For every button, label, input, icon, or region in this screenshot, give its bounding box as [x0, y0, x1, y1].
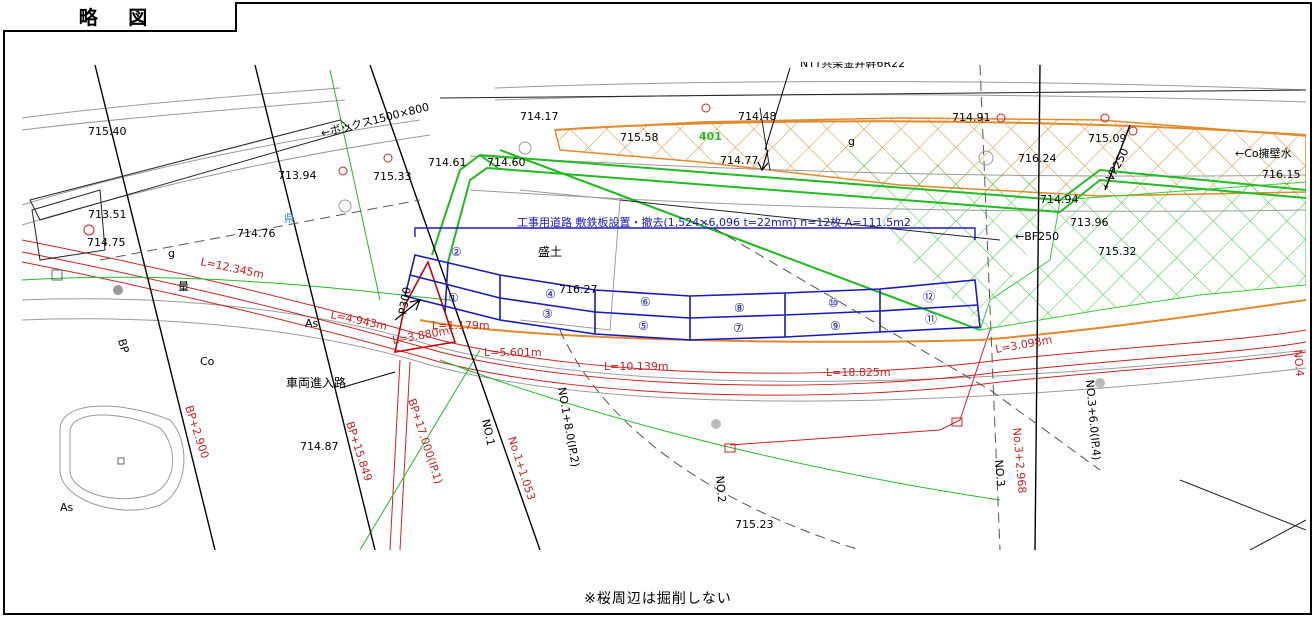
- orange-road-edge: [419, 299, 1306, 343]
- spot-height: 716.24: [1018, 152, 1057, 165]
- retaining-wall: [431, 149, 1306, 331]
- length-label: L=18.825m: [826, 366, 891, 379]
- spot-height: 714.87: [300, 440, 339, 453]
- spot-height: 715.58: [620, 131, 659, 144]
- as-label: As: [60, 501, 74, 514]
- station-label: No.1+1.053: [505, 435, 538, 502]
- station-label: BP+15.849: [343, 420, 374, 483]
- spot-height: 713.96: [1070, 216, 1109, 229]
- cable-label-chuden: 中電50キ262: [800, 43, 868, 56]
- plate-numbers: ① ② ③ ④ ⑤ ⑥ ⑦ ⑧ ⑨ ⑩ ⑪ ⑫: [448, 245, 937, 335]
- g-label: g: [168, 247, 175, 260]
- plate-number: ③: [542, 307, 553, 321]
- green-lines: [22, 69, 1001, 550]
- map-symbols: [51, 67, 1138, 465]
- plate-number: ⑨: [830, 319, 841, 333]
- plate-number: ④: [545, 287, 556, 301]
- embankment-label: 盛土: [538, 244, 562, 259]
- vehicle-entrance-label: 車両進入路: [286, 375, 346, 390]
- station-lines: [94, 64, 1131, 550]
- red-road-lines: [22, 239, 1306, 550]
- bp-label: BP: [115, 337, 131, 354]
- map-details: [29, 89, 1306, 550]
- ryo-label: 量: [178, 280, 189, 293]
- spot-height: 714.76: [237, 227, 276, 240]
- spot-height: 713.51: [88, 208, 127, 221]
- spot-height: 714.60: [487, 156, 526, 169]
- green-401-label: 401: [699, 130, 722, 143]
- spot-height: 715.40: [88, 125, 127, 138]
- spot-height: 714.91: [952, 111, 991, 124]
- spot-height: 715.32: [1098, 245, 1137, 258]
- title-box: 略 図: [3, 2, 237, 32]
- spot-height: 715.09: [1088, 132, 1127, 145]
- retaining-wall-label: ←Co擁壁水: [1235, 146, 1292, 160]
- plate-number: ⑥: [640, 295, 651, 309]
- entrance-area: [393, 259, 457, 353]
- length-label: L=5.601m: [484, 346, 542, 359]
- page-title: 略 図: [78, 6, 160, 29]
- length-label: L=12.345m: [199, 255, 265, 281]
- orange-road-edge-top: [554, 120, 1306, 136]
- as-label: As: [305, 317, 319, 330]
- station-label: No.3+2.968: [1010, 427, 1029, 494]
- road-caption-bracket: [414, 227, 976, 240]
- plate-number: ⑤: [638, 319, 649, 333]
- plate-number: ⑧: [734, 301, 745, 315]
- spot-height: 714.17: [520, 110, 559, 123]
- road-caption: 工事用道路 敷鉄板設置・撤去(1,524×6,096 t=22mm) n=12枚…: [517, 215, 911, 229]
- station-label: BP+17.000(IP.1): [405, 397, 445, 486]
- plate-number: ⑦: [733, 321, 744, 335]
- co-label: Co: [200, 355, 215, 368]
- p300-label: P300: [396, 286, 414, 315]
- length-label: L=1.179m: [432, 319, 490, 332]
- station-label: NO.2: [713, 475, 728, 503]
- cable-label-ntt: NTT共架金井幹6R22: [800, 56, 905, 70]
- spot-height: 714.94: [1040, 193, 1079, 206]
- station-label: NO.3: [992, 459, 1007, 487]
- green-hatch-area: [979, 181, 1306, 331]
- bf250-label: ←BF250: [1015, 230, 1059, 243]
- box-culvert-label: ←ボックス1500×800: [320, 100, 431, 139]
- spot-heights: 715.40 713.94 713.51 714.75 714.76 715.3…: [87, 110, 1301, 531]
- spot-height: 716.27: [559, 283, 598, 296]
- plate-number: ⑫: [923, 290, 935, 304]
- plate-number: ⑩: [828, 296, 839, 310]
- green-hatch-area-2: [840, 150, 1060, 325]
- spot-height: 713.94: [278, 169, 317, 182]
- spot-height: 714.75: [87, 236, 126, 249]
- station-label: NO.1+8.0(IP.2): [555, 386, 582, 468]
- plate-number: ②: [451, 245, 462, 259]
- footer-note: ※桜周辺は掘削しない: [584, 591, 732, 607]
- spot-height: 714.61: [428, 156, 467, 169]
- plate-number: ①: [448, 291, 459, 305]
- spot-height: 714.48: [738, 110, 777, 123]
- spot-height: 716.15: [1262, 168, 1301, 181]
- spot-height: 714.77: [720, 154, 759, 167]
- ken-label: 県: [284, 212, 295, 225]
- spot-height: 715.33: [373, 170, 412, 183]
- steel-plates: [404, 254, 981, 341]
- dashed-lines: [99, 64, 1101, 550]
- station-label: NO.3+6.0(IP.4): [1083, 379, 1103, 461]
- length-label: L=10.139m: [604, 360, 669, 373]
- station-label: NO.1: [479, 418, 497, 447]
- g-label: g: [848, 135, 855, 148]
- plate-number: ⑪: [925, 312, 937, 326]
- station-label: NO.4: [1291, 349, 1306, 377]
- spot-height: 715.23: [735, 518, 774, 531]
- map-area: 715.40 713.94 713.51 714.75 714.76 715.3…: [22, 43, 1306, 550]
- station-label: BP+2.900: [182, 404, 211, 460]
